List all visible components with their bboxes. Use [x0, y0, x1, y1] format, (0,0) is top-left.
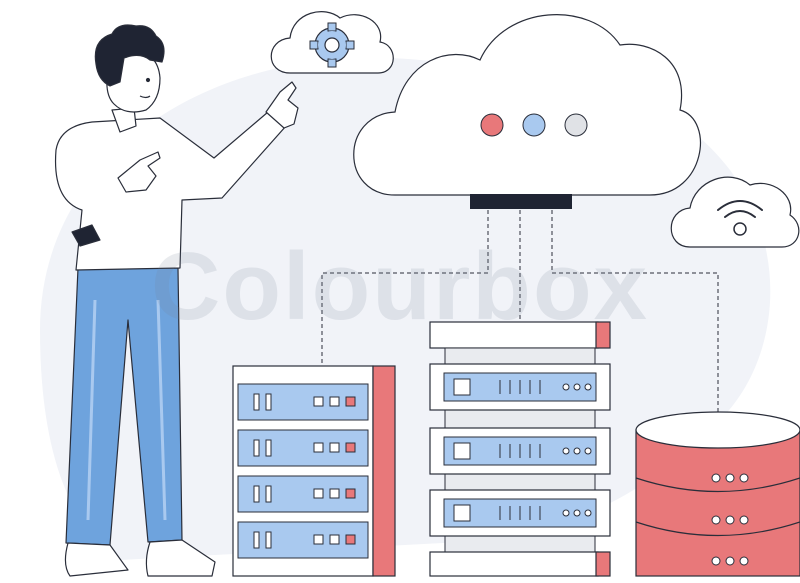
cloud-connector-bar [470, 194, 572, 209]
server-unit [237, 429, 369, 467]
server-unit [429, 363, 611, 411]
database-icon [635, 411, 800, 577]
left-shoe [64, 542, 129, 577]
server-unit [429, 489, 611, 537]
server-unit [429, 427, 611, 475]
gear-cloud [270, 11, 394, 74]
gear-icon [309, 22, 355, 68]
server-unit [237, 475, 369, 513]
status-dot-red [480, 113, 504, 137]
sweater [54, 111, 287, 271]
server-unit [237, 383, 369, 421]
status-dot-gray [564, 113, 588, 137]
hair [94, 24, 165, 87]
network-connectors [321, 210, 719, 412]
status-dot-blue [522, 113, 546, 137]
pointing-hand [265, 81, 299, 129]
right-shoe [145, 539, 216, 577]
server-rack-left [232, 365, 396, 577]
main-cloud [353, 14, 702, 209]
server-unit [237, 521, 369, 559]
server-stack-middle [429, 321, 611, 577]
wifi-cloud [670, 176, 800, 248]
wifi-icon [717, 200, 763, 236]
person-presenter [54, 24, 299, 577]
chest-hand [117, 151, 161, 193]
